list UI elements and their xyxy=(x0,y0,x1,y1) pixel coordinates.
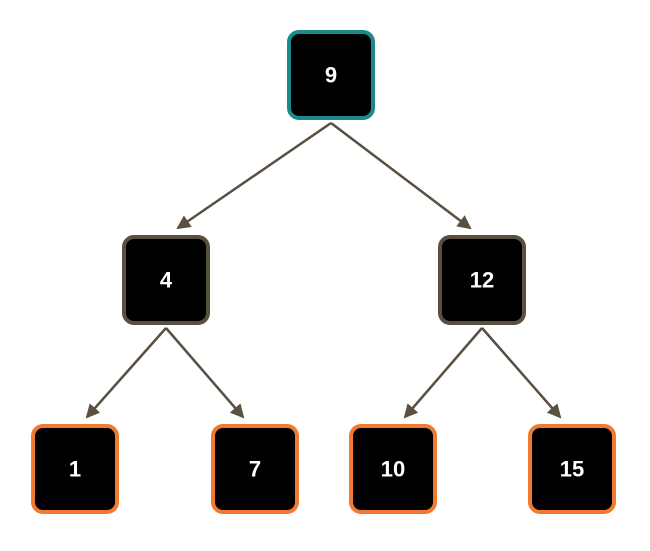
edge-n4-n7 xyxy=(165,327,245,419)
node-box-4 xyxy=(122,235,210,325)
edge-n4-n1 xyxy=(85,327,167,419)
node-box-12 xyxy=(438,235,526,325)
edge-n12-n10 xyxy=(403,327,483,419)
node-box-9 xyxy=(287,30,375,120)
node-box-10 xyxy=(349,424,437,514)
tree-node-7: 7 xyxy=(211,424,299,514)
node-label-4: 4 xyxy=(160,268,173,293)
node-box-15 xyxy=(528,424,616,514)
tree-node-4: 4 xyxy=(122,235,210,325)
tree-node-10: 10 xyxy=(349,424,437,514)
node-box-1 xyxy=(31,424,119,514)
edge-n9-n4 xyxy=(176,121,332,230)
nodes-layer: 9 4 12 1 7 10 15 xyxy=(31,30,616,514)
node-label-1: 1 xyxy=(69,457,81,482)
tree-node-15: 15 xyxy=(528,424,616,514)
tree-node-1: 1 xyxy=(31,424,119,514)
edge-n9-n12 xyxy=(330,122,472,230)
tree-node-9: 9 xyxy=(287,30,375,120)
node-label-10: 10 xyxy=(381,457,405,482)
node-label-15: 15 xyxy=(560,457,584,482)
node-box-7 xyxy=(211,424,299,514)
node-label-9: 9 xyxy=(325,63,337,88)
edge-n12-n15 xyxy=(481,327,562,419)
tree-node-12: 12 xyxy=(438,235,526,325)
edges-layer xyxy=(85,121,562,419)
node-label-7: 7 xyxy=(249,457,261,482)
node-label-12: 12 xyxy=(470,268,494,293)
